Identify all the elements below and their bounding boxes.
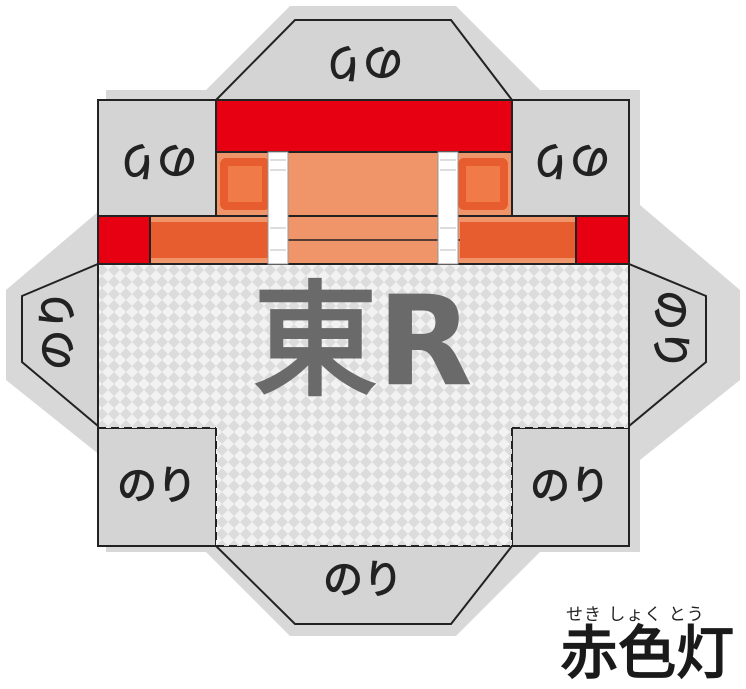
- glue-label-bottom-left: のり: [117, 463, 197, 509]
- bracket-right: [437, 151, 459, 265]
- bracket-left: [267, 151, 289, 265]
- glue-label-top: のり: [323, 39, 403, 85]
- title-ruby: せき しょく とう: [566, 605, 705, 625]
- red-cap-right: [575, 215, 630, 265]
- glue-label-top-left: のり: [117, 137, 197, 183]
- glue-label-bottom-right: のり: [530, 463, 610, 509]
- glue-label-left: のり: [35, 290, 81, 370]
- glue-flap-top-left: [97, 99, 217, 217]
- glue-flap-top-right: [511, 99, 630, 217]
- red-cap-left: [97, 215, 151, 265]
- glue-label-bottom: のり: [323, 557, 403, 603]
- glue-label-right: のり: [647, 290, 693, 370]
- glue-flap-bottom-right: [511, 427, 630, 547]
- red-lamp-top: [215, 99, 513, 153]
- main-face: [98, 264, 629, 546]
- main-label: 東R: [253, 270, 472, 414]
- page-title: 赤色灯: [560, 619, 735, 687]
- glue-label-top-right: のり: [530, 137, 610, 183]
